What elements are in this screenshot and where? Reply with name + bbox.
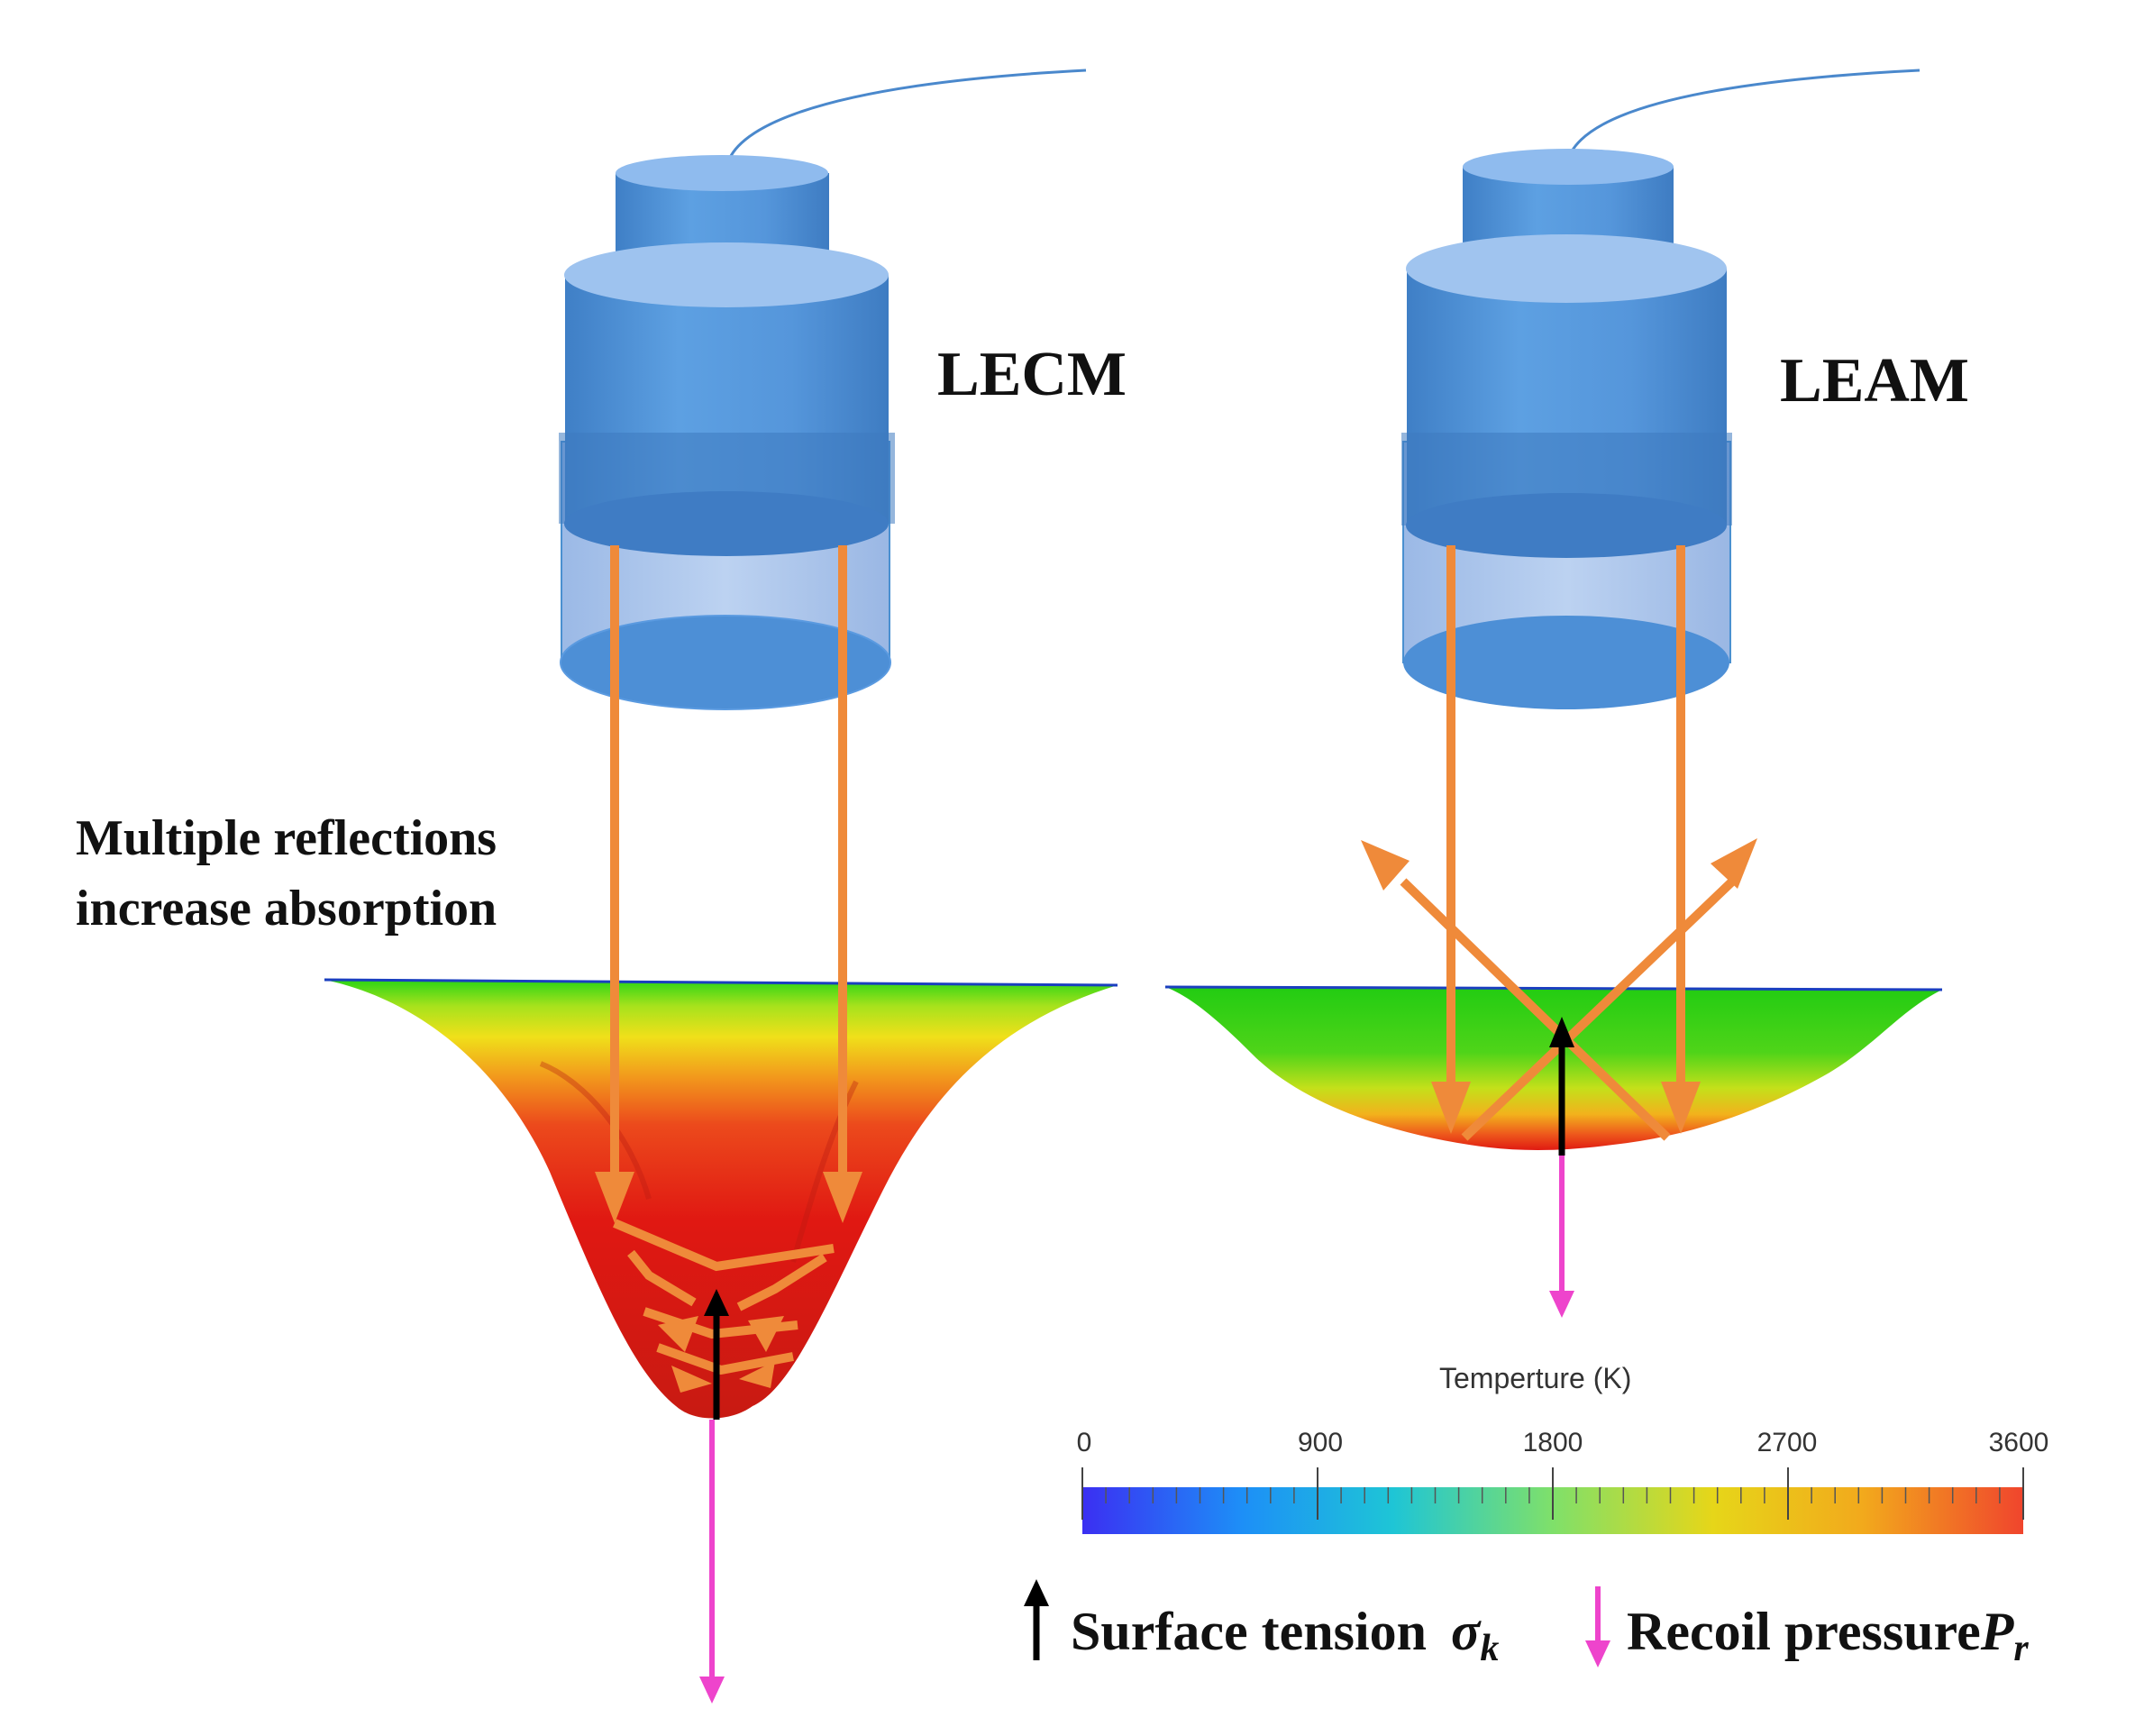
legend-surface-tension-label: Surface tension σk bbox=[1071, 1602, 1499, 1669]
lecm-melt-pool bbox=[324, 980, 1118, 1419]
lecm-recoil-pressure-arrow bbox=[699, 1420, 725, 1704]
leam-laser-head bbox=[1401, 69, 1920, 709]
leam-surface-tension-arrow bbox=[1549, 1017, 1574, 1156]
colorbar-tick-label: 1800 bbox=[1523, 1428, 1583, 1457]
colorbar-tick-label: 3600 bbox=[1989, 1428, 2049, 1457]
leam-recoil-pressure-arrow bbox=[1549, 1156, 1574, 1318]
temperature-colorbar: Temperture (K) 0 900 1800 2700 3600 bbox=[1077, 1362, 2049, 1534]
lecm-laser-beams bbox=[595, 545, 862, 1393]
lecm-pool-surface-line bbox=[324, 978, 1118, 987]
leam-label: LEAM bbox=[1780, 346, 1969, 416]
reflection-note-line1: Multiple reflections bbox=[76, 810, 497, 866]
legend-recoil-pressure-arrow-icon bbox=[1585, 1586, 1610, 1667]
colorbar-title: Temperture (K) bbox=[1439, 1362, 1631, 1394]
colorbar-tick-label: 2700 bbox=[1757, 1428, 1818, 1457]
colorbar-tick-label: 900 bbox=[1298, 1428, 1343, 1457]
leam-laser-beams bbox=[1361, 545, 1757, 1141]
lecm-label: LECM bbox=[937, 340, 1127, 409]
leam-melt-pool bbox=[1165, 987, 1942, 1150]
lecm-laser-head bbox=[559, 69, 1087, 710]
lecm-fiber-cable bbox=[725, 69, 1087, 166]
legend-recoil-pressure-label: Recoil pressurePr bbox=[1627, 1602, 2029, 1669]
leam-fiber-cable bbox=[1565, 69, 1920, 166]
colorbar-major-ticks bbox=[1081, 1467, 2024, 1520]
lecm-surface-tension-arrow bbox=[704, 1289, 729, 1420]
leam-pool-surface-line bbox=[1164, 985, 1943, 991]
legend: Surface tension σk Recoil pressurePr bbox=[1024, 1579, 2029, 1669]
reflection-note-line2: increase absorption bbox=[76, 881, 497, 937]
colorbar-tick-label: 0 bbox=[1077, 1428, 1092, 1457]
legend-surface-tension-arrow-icon bbox=[1024, 1579, 1049, 1660]
